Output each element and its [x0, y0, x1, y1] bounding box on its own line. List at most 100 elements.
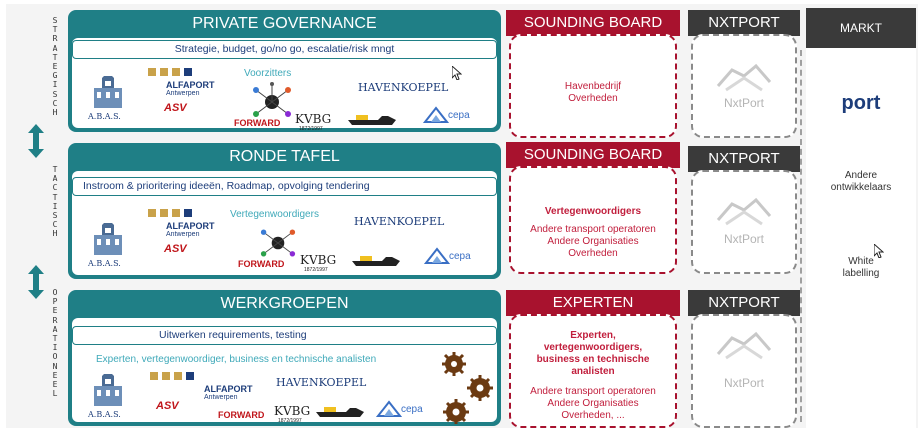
- nxtport-box: [691, 170, 797, 274]
- havenkoepel-logo: HAVENKOEPEL: [276, 376, 367, 389]
- vertical-letter: S: [52, 16, 58, 25]
- nxtport-box: [691, 314, 797, 428]
- vertical-letter: T: [52, 25, 58, 35]
- markt-item1-line1: Andere: [844, 170, 878, 181]
- experten-bold-3: business en technische: [536, 354, 650, 365]
- markt-item2-line1: White: [848, 256, 874, 267]
- vertical-letter: L: [52, 389, 58, 399]
- abas-logo: A.B.A.S.: [88, 72, 128, 121]
- block-description: Strategie, budget, go/no go, escalatie/r…: [72, 40, 497, 59]
- vertical-letter: E: [52, 306, 58, 316]
- experten-box: [509, 314, 677, 428]
- ship-icon: [352, 253, 400, 269]
- experten-line-3: Overheden, ...: [561, 410, 625, 421]
- ship-icon: [316, 404, 364, 420]
- werkgroepen-block: WERKGROEPEN Uitwerken requirements, test…: [68, 290, 501, 426]
- abas-building-icon: [94, 219, 122, 255]
- experten-header: EXPERTEN: [506, 290, 680, 316]
- markt-header: MARKT: [806, 8, 916, 48]
- cepa-logo: cepa: [448, 110, 470, 121]
- block-description: Uitwerken requirements, testing: [72, 326, 497, 345]
- updown-arrow-icon: [28, 265, 44, 299]
- block-participants: Voorzitters: [244, 68, 292, 79]
- markt-separator: [800, 50, 802, 422]
- gears-icon: [440, 352, 496, 426]
- kvbg-logo: KVBG: [295, 112, 332, 126]
- abas-name: A.B.A.S.: [88, 410, 121, 419]
- sounding-line-1: Andere transport operatoren: [530, 224, 656, 235]
- sounding-line-2: Overheden: [568, 93, 618, 104]
- vertical-letter: A: [52, 43, 58, 53]
- markt-item1-line2: ontwikkelaars: [830, 182, 892, 193]
- block-title: PRIVATE GOVERNANCE: [192, 15, 377, 32]
- vertical-letter: E: [52, 62, 58, 72]
- updown-arrow-icon: [28, 124, 44, 158]
- forward-logo: FORWARD: [218, 410, 265, 420]
- sounding-line-1: Havenbedrijf: [564, 81, 622, 92]
- nxtport-header: NXTPORT: [688, 146, 800, 172]
- nxtport-logo: NxtPort: [723, 96, 764, 110]
- experten-bold-4: analisten: [571, 366, 615, 377]
- vertical-letter: T: [52, 165, 58, 174]
- cepa-logo: cepa: [401, 404, 423, 415]
- nxtport-logo: NxtPort: [723, 232, 764, 246]
- sounding-bold-1: Vertegenwoordigers: [544, 206, 642, 217]
- kvbg-sub: 1872/1997: [299, 126, 323, 132]
- havenkoepel-logo: HAVENKOEPEL: [354, 215, 445, 228]
- markt-column: MARKT port Andere ontwikkelaars White la…: [806, 8, 916, 428]
- vertical-letter: H: [52, 108, 58, 118]
- vertical-letter: P: [52, 297, 58, 307]
- port-logo: port: [841, 92, 881, 114]
- sounding-board-header: SOUNDING BOARD: [506, 10, 680, 36]
- sounding-line-2: Andere Organisaties: [547, 236, 639, 247]
- vertical-letter: R: [52, 34, 58, 44]
- abas-building-icon: [94, 370, 122, 406]
- alfaport-logo: [148, 68, 200, 80]
- alfaport-logo: [150, 372, 202, 384]
- forward-logo: FORWARD: [238, 259, 285, 269]
- asv-logo: ASV: [164, 102, 187, 114]
- alfaport-name: ALFAPORT: [166, 80, 215, 90]
- private-governance-block: PRIVATE GOVERNANCE Strategie, budget, go…: [68, 10, 501, 132]
- ronde-tafel-block: RONDE TAFEL Instroom & prioritering idee…: [68, 143, 501, 279]
- havenkoepel-logo: HAVENKOEPEL: [358, 81, 449, 94]
- abas-logo: A.B.A.S.: [88, 370, 128, 419]
- vertical-letter: O: [52, 288, 58, 297]
- block-title: RONDE TAFEL: [229, 148, 340, 165]
- ship-icon: [348, 112, 396, 128]
- mouse-cursor-icon: [451, 64, 463, 85]
- abas-name: A.B.A.S.: [88, 259, 121, 268]
- mouse-cursor-icon: [873, 242, 885, 263]
- vertical-letter: N: [52, 361, 58, 371]
- kvbg-sub: 1872/1997: [278, 418, 302, 424]
- network-icon: [258, 225, 298, 263]
- vertical-letter: C: [52, 220, 58, 230]
- block-participants: Experten, vertegenwoordiger, business en…: [96, 354, 377, 365]
- vertical-letter: C: [52, 183, 58, 193]
- alfaport-name: ALFAPORT: [166, 221, 215, 231]
- alfaport-logo: [148, 209, 200, 221]
- kvbg-logo: KVBG: [274, 404, 311, 418]
- vertical-letter: G: [52, 71, 58, 81]
- vertical-letter: A: [52, 174, 58, 184]
- vertical-letter: O: [52, 352, 58, 362]
- vertical-letter: S: [52, 211, 58, 221]
- cepa-icon: [375, 400, 403, 420]
- nxtport-box: [691, 34, 797, 138]
- sounding-board-box: [509, 166, 677, 274]
- nxtport-logo: NxtPort: [723, 376, 764, 390]
- vertical-letter: H: [52, 229, 58, 239]
- vertical-letter: S: [52, 89, 58, 99]
- alfaport-name: ALFAPORT: [204, 384, 253, 394]
- sounding-board-header: SOUNDING BOARD: [506, 142, 680, 168]
- vertical-letter: T: [52, 192, 58, 202]
- abas-logo: A.B.A.S.: [88, 219, 128, 268]
- sounding-line-3: Overheden: [568, 248, 618, 259]
- block-description: Instroom & prioritering ideeën, Roadmap,…: [72, 177, 497, 196]
- alfaport-sub: Antwerpen: [204, 394, 238, 401]
- block-title: WERKGROEPEN: [220, 295, 349, 312]
- vertical-letter: E: [52, 370, 58, 380]
